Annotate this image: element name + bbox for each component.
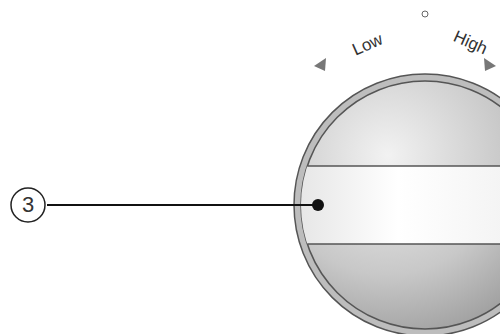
high-arrow (484, 58, 496, 71)
callout-number: 3 (22, 194, 34, 216)
setting-label: High (451, 27, 490, 57)
low-arrow (314, 58, 326, 71)
center-mark (422, 11, 428, 17)
setting-label: Low (350, 30, 385, 58)
callout-circle (11, 188, 45, 222)
leader-line (47, 204, 318, 206)
knob-grip-band (290, 166, 500, 244)
leader-dot (312, 199, 324, 211)
